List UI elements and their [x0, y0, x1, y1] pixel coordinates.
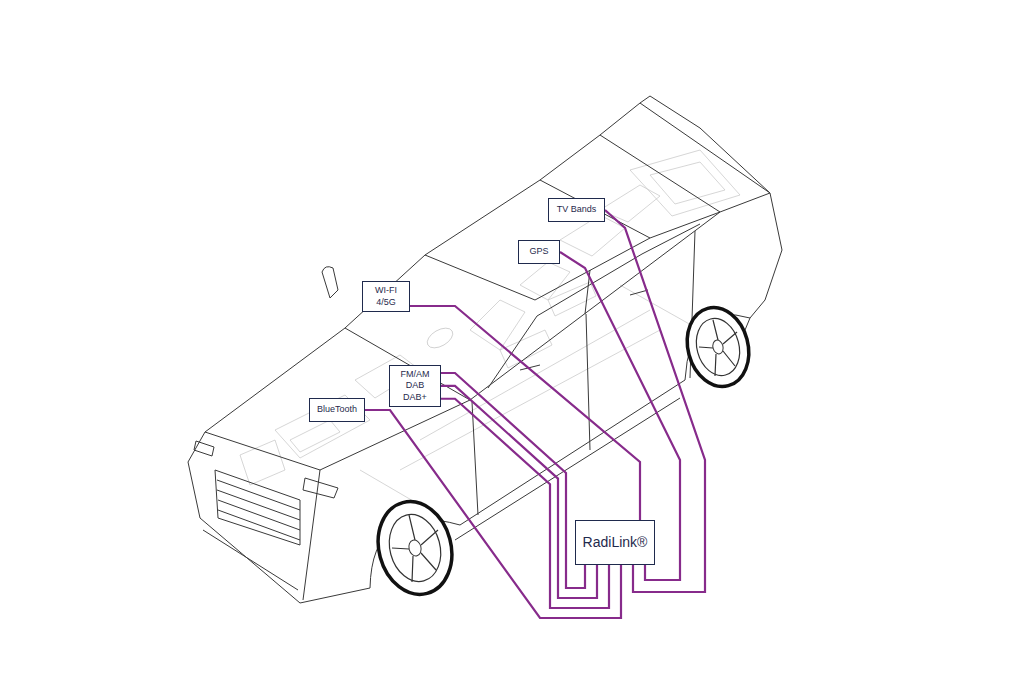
antenna-label: BlueTooth — [309, 398, 365, 422]
text-line: 4/5G — [376, 297, 396, 308]
antenna-name: BlueTooth — [317, 404, 357, 415]
module-name: RadiLink® — [583, 534, 648, 552]
antenna-name: WI-FI 4/5G — [375, 285, 397, 308]
signal-cable — [410, 306, 640, 520]
signal-cable — [365, 410, 621, 618]
text-line: WI-FI — [375, 285, 397, 296]
antenna-name: FM/AM DAB DAB+ — [401, 369, 430, 403]
rear-wheel — [679, 301, 758, 394]
text-line: DAB+ — [403, 392, 427, 403]
text-line: FM/AM — [401, 369, 430, 380]
antenna-label: GPS — [518, 240, 560, 264]
front-wheel — [368, 493, 462, 602]
signal-cable — [441, 399, 609, 608]
antenna-label: TV Bands — [548, 198, 605, 222]
radilink-module: RadiLink® — [575, 520, 655, 565]
car-body — [188, 96, 782, 603]
antenna-label: FM/AM DAB DAB+ — [389, 365, 441, 407]
antenna-name: TV Bands — [557, 204, 597, 215]
antenna-label: WI-FI 4/5G — [362, 281, 410, 312]
text-line: DAB — [406, 380, 425, 391]
antenna-name: GPS — [529, 246, 548, 257]
signal-cable — [441, 386, 597, 598]
signal-cable — [560, 252, 680, 580]
car-interior — [240, 150, 740, 505]
